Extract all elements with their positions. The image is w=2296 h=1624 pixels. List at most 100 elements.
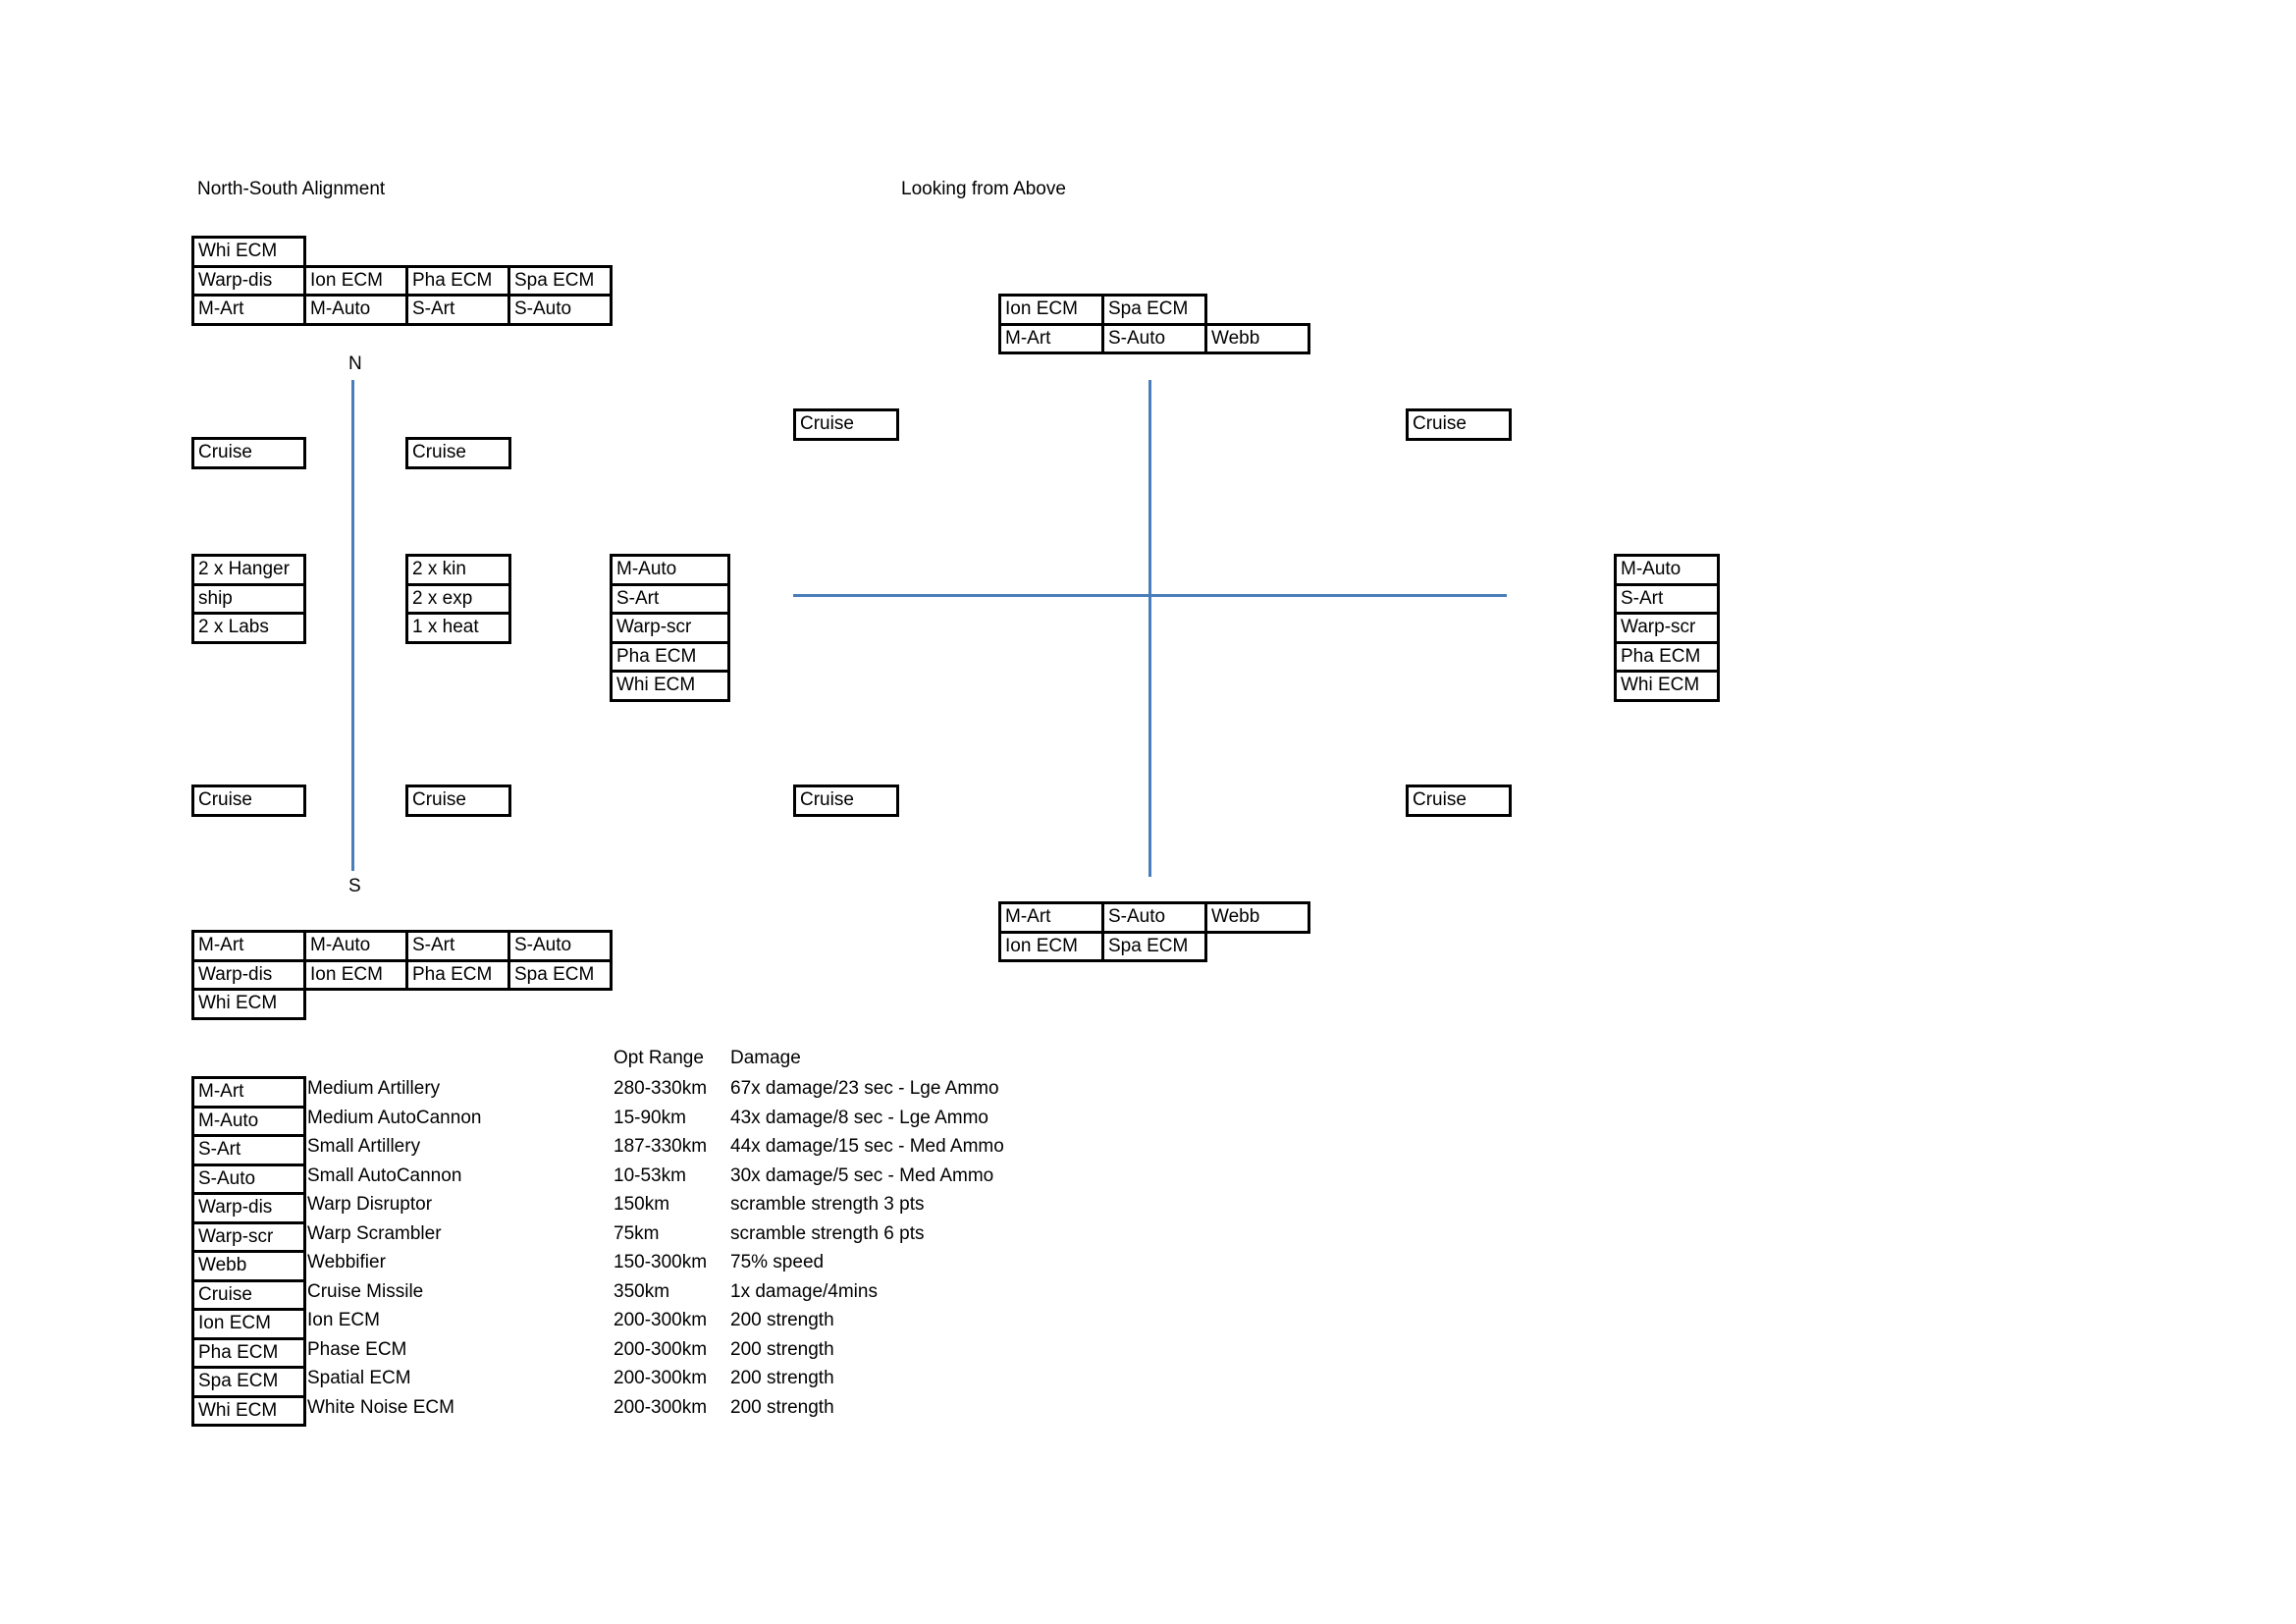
south-label: S [348, 876, 361, 896]
module-cell: Cruise [793, 785, 899, 817]
module-cell: S-Art [405, 930, 510, 962]
legend-range: 350km [614, 1280, 670, 1302]
module-cell: 2 x Labs [191, 612, 306, 644]
module-cell: Cruise [405, 437, 511, 469]
grid-row: Whi ECM [191, 988, 610, 1020]
module-cell: Pha ECM [405, 264, 510, 297]
grid-row: Whi ECM [191, 236, 610, 268]
legend-range: 150-300km [614, 1252, 708, 1272]
legend-range: 187-330km [614, 1136, 708, 1157]
legend-damage: scramble strength 6 pts [730, 1222, 925, 1244]
module-cell: Webb [1204, 322, 1310, 354]
above-horizontal-axis-line [793, 594, 1507, 597]
cruise-box: Cruise [405, 785, 511, 817]
grid-row: Cruise [793, 785, 899, 817]
legend-range: 200-300km [614, 1368, 708, 1388]
module-cell: Warp-scr [610, 612, 730, 644]
grid-row: Cruise [1406, 408, 1512, 441]
cruise-box: Cruise [793, 785, 899, 817]
grid-row: Warp-scr [610, 612, 730, 644]
module-cell: Cruise [191, 437, 306, 469]
module-cell: Whi ECM [1614, 670, 1720, 702]
legend-range: 150km [614, 1194, 670, 1215]
grid-row: M-Auto [610, 554, 730, 586]
legend-range: 200-300km [614, 1396, 708, 1418]
module-cell: Cruise [1406, 408, 1512, 441]
legend-code: Whi ECM [191, 1394, 306, 1427]
legend-damage: 200 strength [730, 1368, 834, 1388]
legend-name: Medium Artillery [307, 1078, 441, 1099]
grid-row: S-Art [1614, 582, 1720, 615]
module-cell: 2 x Hanger [191, 554, 306, 586]
grid-row: S-Art [610, 582, 730, 615]
legend-code: Webb [191, 1250, 306, 1282]
legend-code: S-Auto [191, 1163, 306, 1195]
module-cell: Spa ECM [1101, 294, 1207, 326]
module-cell: M-Auto [610, 554, 730, 586]
legend-damage: 44x damage/15 sec - Med Ammo [730, 1136, 1004, 1157]
module-cell: Ion ECM [303, 958, 408, 991]
legend-damage: 200 strength [730, 1310, 834, 1330]
module-cell: Spa ECM [507, 264, 613, 297]
grid-row: ship [191, 582, 306, 615]
module-cell: Spa ECM [507, 958, 613, 991]
module-cell: Cruise [793, 408, 899, 441]
grid-row: 2 x exp [405, 582, 511, 615]
module-cell: Warp-scr [1614, 612, 1720, 644]
module-cell: S-Auto [507, 930, 613, 962]
north-label: N [348, 353, 362, 374]
grid-row: Warp-scr [1614, 612, 1720, 644]
module-cell: Ion ECM [303, 264, 408, 297]
module-cell: Ion ECM [998, 294, 1104, 326]
module-cell: Pha ECM [610, 640, 730, 673]
module-cell: M-Auto [303, 930, 408, 962]
module-cell: S-Auto [1101, 322, 1207, 354]
module-cell: Pha ECM [1614, 640, 1720, 673]
module-cell: Warp-dis [191, 958, 306, 991]
legend-name: Cruise Missile [307, 1280, 424, 1302]
grid-row: Cruise [1406, 785, 1512, 817]
grid-row: Cruise [191, 785, 306, 817]
legend-range: 200-300km [614, 1338, 708, 1360]
module-cell: Cruise [1406, 785, 1512, 817]
module-cell: Warp-dis [191, 264, 306, 297]
north-south-title: North-South Alignment [197, 179, 386, 199]
module-cell: M-Auto [1614, 554, 1720, 586]
module-cell: M-Art [998, 901, 1104, 934]
legend-code: M-Auto [191, 1105, 306, 1137]
legend-damage: 30x damage/5 sec - Med Ammo [730, 1164, 994, 1186]
north-south-axis-line [351, 380, 354, 871]
grid-row: 2 x Labs [191, 612, 306, 644]
module-cell: Ion ECM [998, 930, 1104, 962]
module-cell: Whi ECM [191, 236, 306, 268]
module-cell: Pha ECM [405, 958, 510, 991]
legend-name: Webbifier [307, 1252, 386, 1272]
module-cell: S-Art [405, 294, 510, 326]
cruise-box: Cruise [1406, 408, 1512, 441]
legend-header-range: Opt Range [614, 1048, 704, 1068]
module-cell: Whi ECM [610, 670, 730, 702]
legend-code: S-Art [191, 1134, 306, 1166]
legend-name: Warp Scrambler [307, 1222, 442, 1244]
cruise-box: Cruise [191, 785, 306, 817]
legend-name: Medium AutoCannon [307, 1107, 482, 1128]
module-cell: S-Auto [507, 294, 613, 326]
grid-row: Cruise [405, 785, 511, 817]
legend-name: Spatial ECM [307, 1368, 411, 1388]
legend-header-damage: Damage [730, 1048, 801, 1068]
legend-name: Phase ECM [307, 1338, 407, 1360]
legend-damage: 200 strength [730, 1338, 834, 1360]
module-cell: 2 x exp [405, 582, 511, 615]
module-cell: S-Auto [1101, 901, 1207, 934]
legend-damage: 67x damage/23 sec - Lge Ammo [730, 1078, 999, 1099]
legend-code: Warp-dis [191, 1192, 306, 1224]
